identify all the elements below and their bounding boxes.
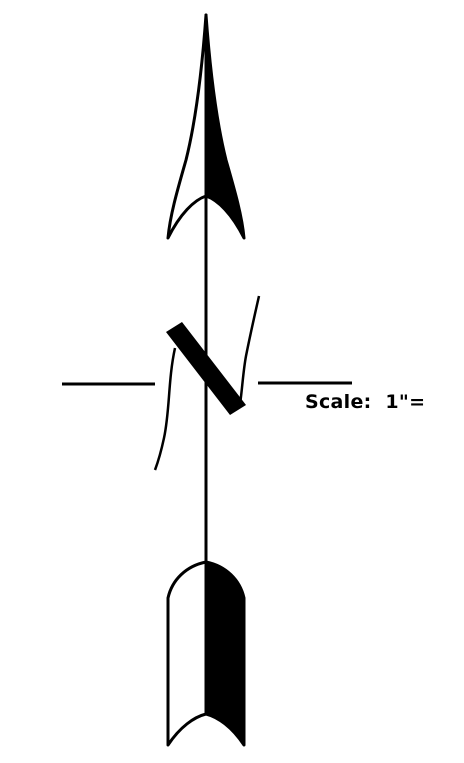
n-flourish-right bbox=[238, 295, 261, 405]
arrowhead-left-half bbox=[166, 13, 208, 240]
scale-label: Scale: 1"= bbox=[305, 391, 426, 413]
n-flourish-left bbox=[153, 347, 177, 471]
feather-right-half bbox=[204, 560, 246, 747]
arrowhead-right-half bbox=[204, 13, 246, 240]
north-letter-n bbox=[166, 322, 246, 415]
feather-left-half bbox=[166, 560, 208, 747]
